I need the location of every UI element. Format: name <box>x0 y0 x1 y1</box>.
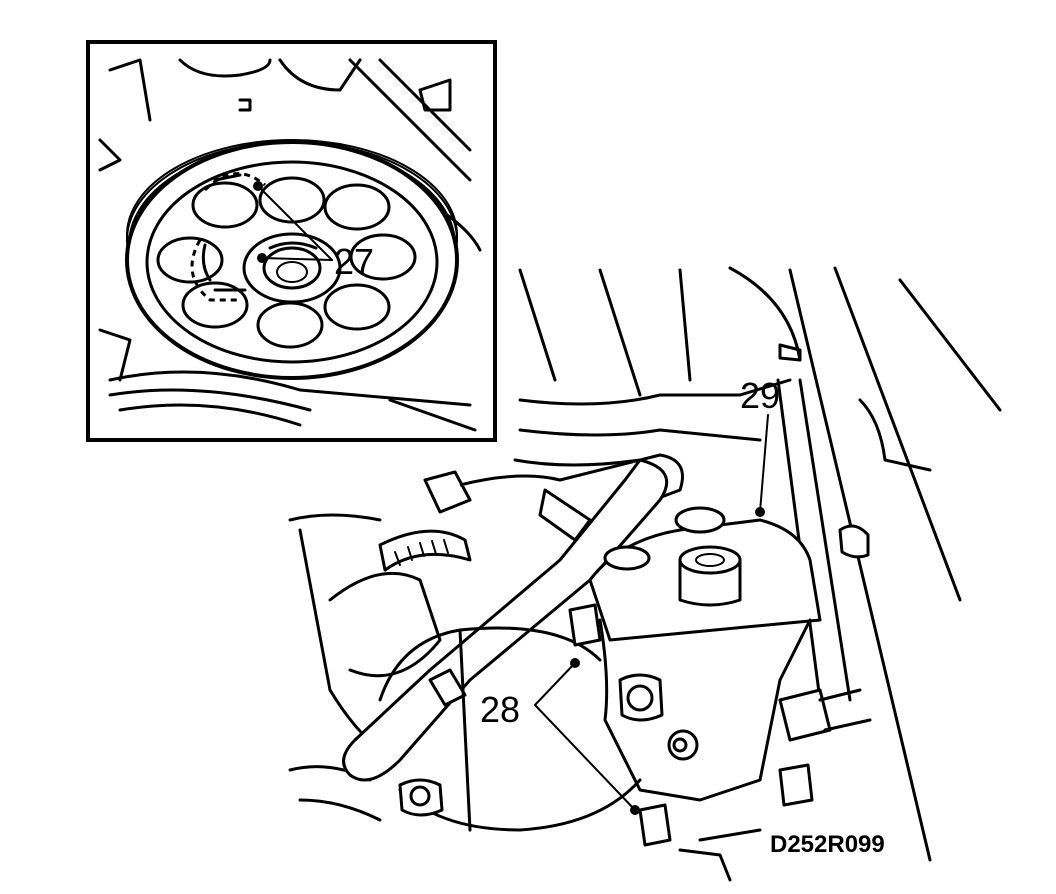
callout-28: 28 <box>480 689 520 730</box>
figure-code: D252R099 <box>770 831 885 858</box>
inset-pulley-detail <box>86 40 497 442</box>
leader-lines-inset <box>253 181 333 263</box>
leader-lines-main <box>534 414 769 815</box>
callout-29: 29 <box>740 375 780 416</box>
engine-illustration <box>288 266 1002 882</box>
callout-27: 27 <box>334 241 374 282</box>
